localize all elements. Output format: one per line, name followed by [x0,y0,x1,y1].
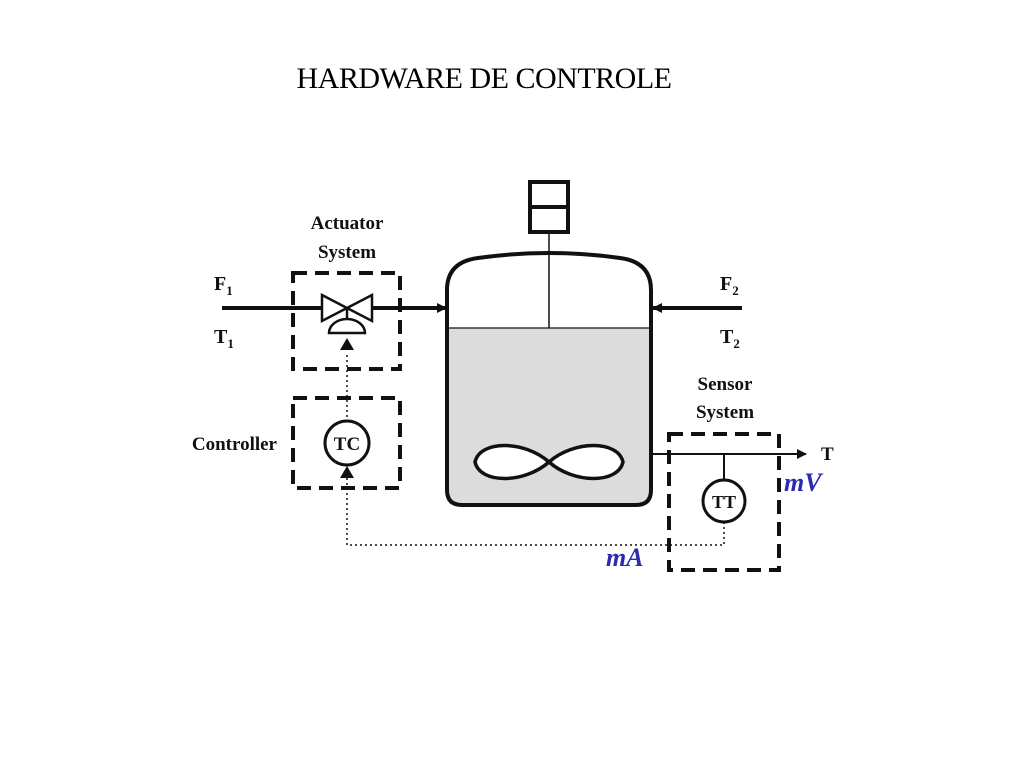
mv-annotation: mV [784,468,824,497]
sensor-label-line1: Sensor [698,374,753,395]
f1-label: F1 [214,273,233,298]
control-valve-icon [320,292,374,350]
agitator-motor [528,180,570,234]
controller-label: Controller [192,434,278,455]
tank-wall [445,251,653,507]
f2-label: F2 [720,273,739,298]
temperature-transmitter-icon [701,478,747,524]
actuator-label-line2: System [318,242,376,263]
temperature-controller-icon [323,419,371,467]
tc-input-arrow [340,466,354,478]
sensor-system-box [667,432,781,572]
tt-label: TT [712,492,736,512]
impeller [473,443,625,481]
slide-title: HARDWARE DE CONTROLE [296,62,672,95]
ma-annotation: mA [606,543,644,572]
sensor-label-line2: System [696,402,754,423]
actuator-system-box [291,271,402,371]
t2-label: T2 [720,326,740,351]
tc-label: TC [334,434,360,455]
tank-liquid [447,328,651,505]
t-output-label: T [821,444,834,465]
actuator-label-line1: Actuator [311,213,384,234]
signal-transmitter-to-controller [346,478,725,546]
t1-label: T1 [214,326,234,351]
